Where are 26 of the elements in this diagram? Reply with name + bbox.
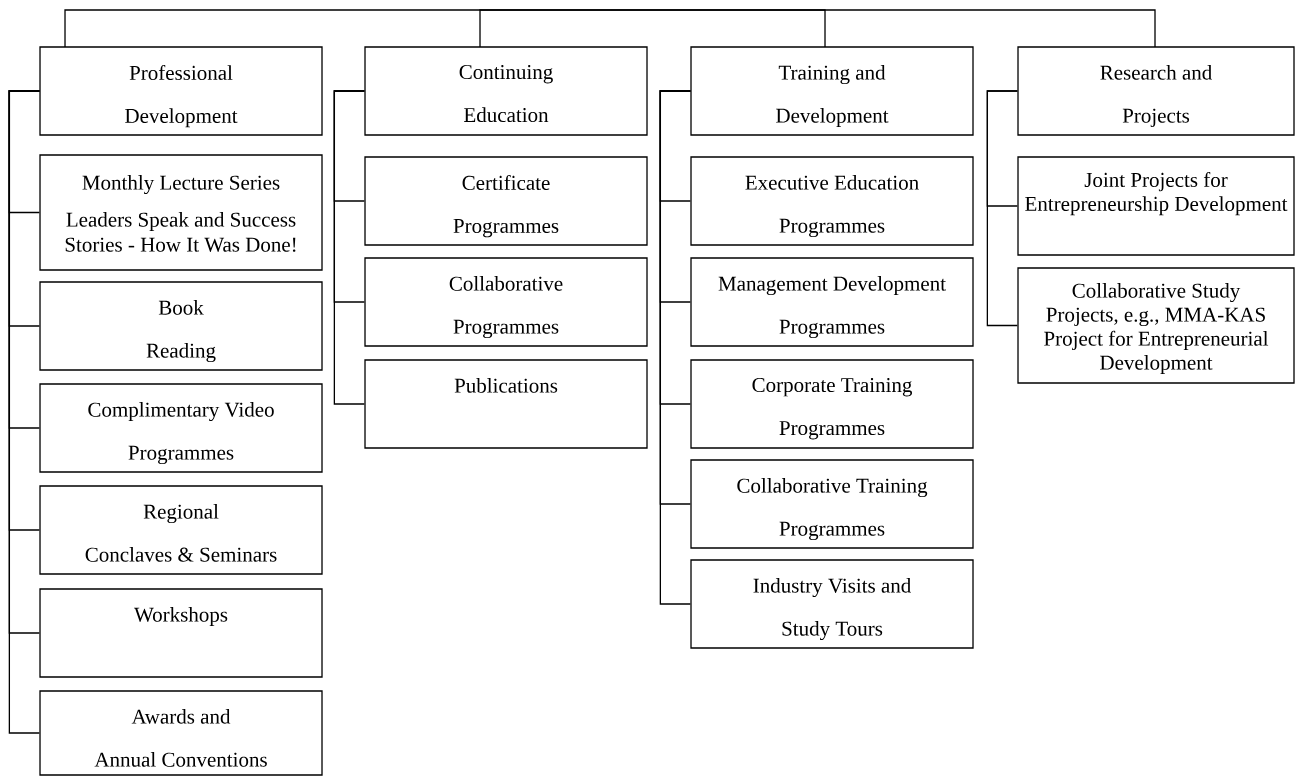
item-box: Monthly Lecture Series Leaders Speak and Success Stories - How It Was Done! bbox=[39, 154, 323, 271]
item-box: Workshops bbox=[39, 588, 323, 678]
connector-line bbox=[333, 90, 365, 405]
item-box: Collaborative Programmes bbox=[364, 257, 648, 347]
header-box: Professional Development bbox=[39, 46, 323, 136]
header-box: Continuing Education bbox=[364, 46, 648, 136]
connector-line bbox=[479, 9, 611, 48]
connector-line bbox=[8, 90, 40, 734]
item-box: Corporate Training Programmes bbox=[690, 359, 974, 449]
item-box: Book Reading bbox=[39, 281, 323, 371]
item-box: Collaborative Training Programmes bbox=[690, 459, 974, 549]
item-box: Industry Visits and Study Tours bbox=[690, 559, 974, 649]
item-box: Publications bbox=[364, 359, 648, 449]
header-box: Research and Projects bbox=[1017, 46, 1295, 136]
item-box: Executive Education Programmes bbox=[690, 156, 974, 246]
header-box: Training and Development bbox=[690, 46, 974, 136]
item-box: Regional Conclaves & Seminars bbox=[39, 485, 323, 575]
item-box: Awards and Annual Conventions bbox=[39, 690, 323, 776]
connector-line bbox=[609, 9, 1156, 48]
connector-line bbox=[659, 90, 691, 605]
item-box: Collaborative Study Projects, e.g., MMA-KAS Project for Entrepreneurial Development bbox=[1017, 267, 1295, 384]
item-box: Management Development Programmes bbox=[690, 257, 974, 347]
connector-line bbox=[986, 90, 1018, 327]
item-box: Joint Projects for Entrepreneurship Development bbox=[1017, 156, 1295, 256]
item-box: Complimentary Video Programmes bbox=[39, 383, 323, 473]
item-box: Certificate Programmes bbox=[364, 156, 648, 246]
